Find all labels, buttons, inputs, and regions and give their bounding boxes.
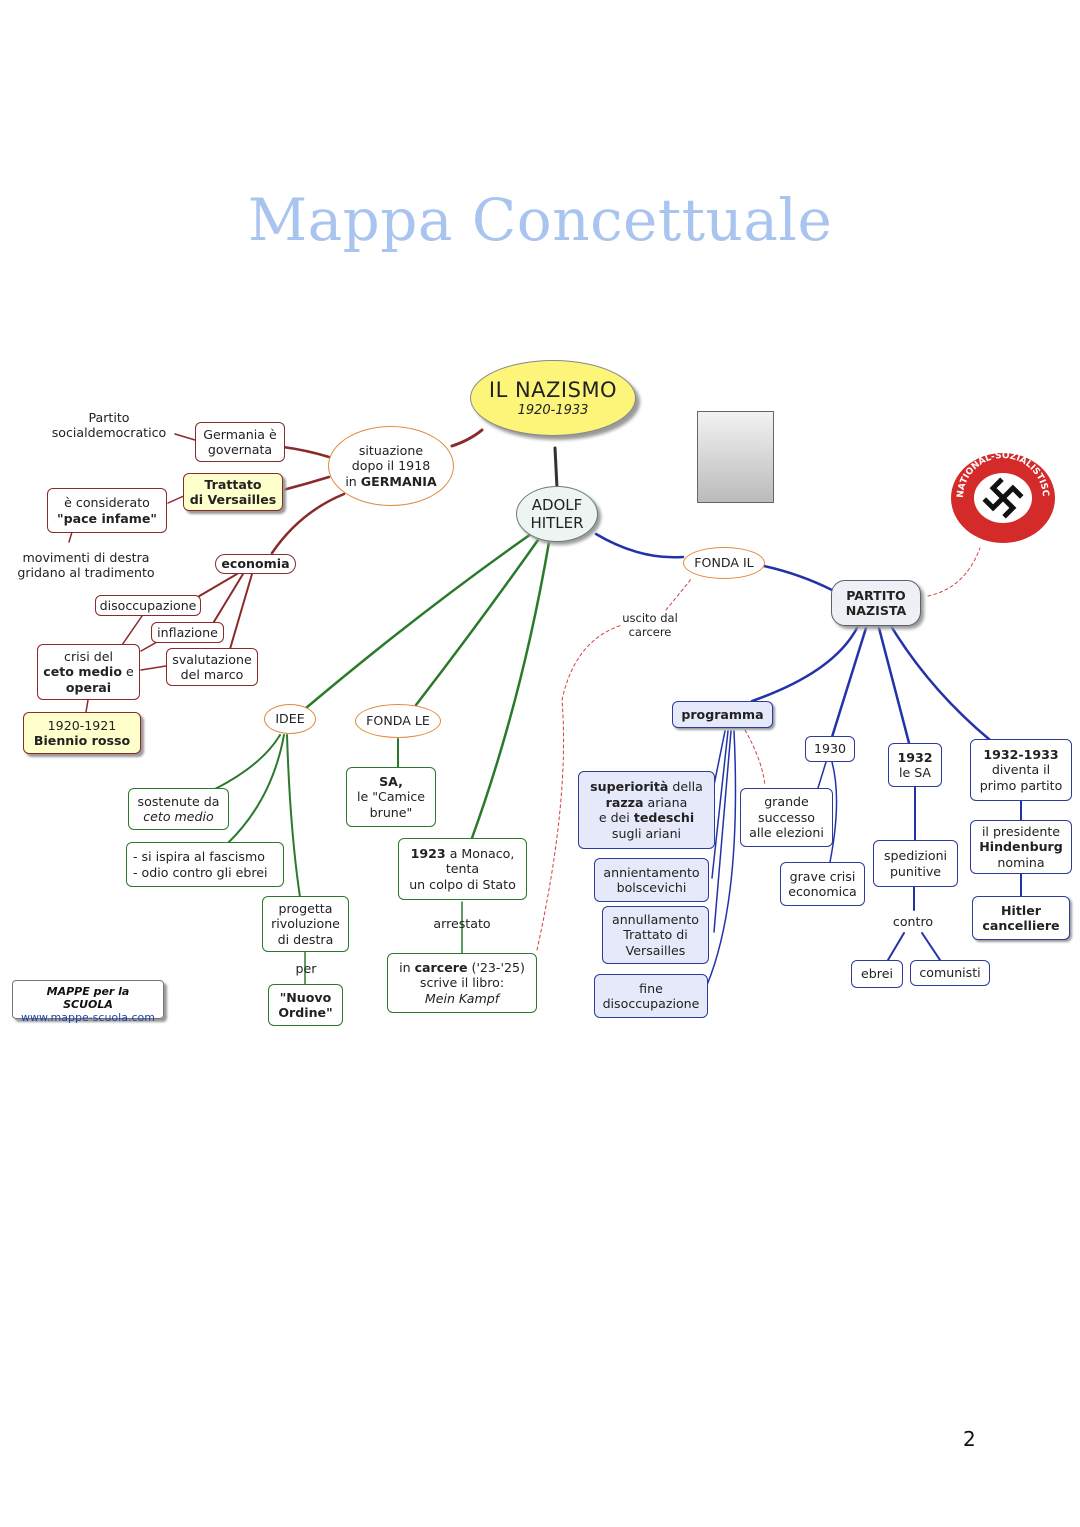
node-adolf-hitler: ADOLF HITLER [516,486,598,542]
node-programma: programma [672,701,773,728]
edge-programma-grande [744,729,766,786]
edge-1930-grave [829,761,838,863]
node-grande-successo: grande successo alle elezioni [740,788,833,847]
edge-economia-svalutazione [229,573,253,650]
edge-economia-disoccupazione [195,573,238,599]
edge-idee-ispira [227,734,285,844]
hitler-photo [697,411,774,503]
node-idee: IDEE [264,704,316,734]
node-trattato-versailles: Trattato di Versailles [183,473,283,511]
edge-main-hitler [553,446,559,490]
edge-partito-1932-33 [889,624,992,742]
node-spedizioni-punitive: spedizioni punitive [873,840,958,887]
edge-programma-annullamento [713,730,732,933]
edge-inflazione-crisi [140,641,158,652]
edge-economia-inflazione [211,573,244,626]
node-1932-sa: 1932 le SA [888,743,942,787]
edge-idee-sostenute [214,734,281,790]
node-arrestato: arrestato [433,916,491,932]
node-contro: contro [892,914,934,930]
node-fine-disoccupazione: fine disoccupazione [594,974,708,1018]
node-fonda-le: FONDA LE [355,704,441,738]
node-per: per [295,961,317,977]
edge-partito-1930 [830,626,868,739]
node-partito-nazista: PARTITO NAZISTA [831,580,921,626]
node-il-nazismo-years: 1920-1933 [517,403,589,419]
node-nuovo-ordine: "Nuovo Ordine" [268,984,343,1026]
page-number: 2 [963,1427,976,1451]
edge-1930-grande [817,761,827,789]
credit-box: MAPPE per la SCUOLA www.mappe-scuola.com [12,980,164,1024]
edge-uscito-fonda [665,577,693,611]
node-il-nazismo-title: IL NAZISMO [488,378,618,403]
node-sostenute-ceto-medio: sostenute da ceto medio [128,788,229,830]
node-superiorita-razza: superiorità della razza ariana e dei ted… [578,771,715,849]
edge-considerato-movimenti [68,531,73,543]
swastika-emblem-icon: NATIONAL-SOZIALISTISCHE D.A.P. [948,450,1055,543]
edge-hitler-fonda-le [414,538,540,707]
credit-title: MAPPE per la SCUOLA [46,985,130,1011]
edge-contro-comunisti [921,932,941,961]
edge-hitler-fonda-il [594,532,685,559]
node-situazione: situazione dopo il 1918 in GERMANIA [328,426,454,506]
node-pace-infame: è considerato "pace infame" [47,488,167,533]
node-progetta-rivoluzione: progetta rivoluzione di destra [262,896,349,952]
edge-crisi-biennio [85,699,89,713]
edge-situazione-economia [270,492,346,555]
node-carcere-mein-kampf: in carcere ('23-'25) scrive il libro: Me… [387,953,537,1013]
node-colpo-di-stato: 1923 a Monaco, tenta un colpo di Stato [398,838,527,900]
node-economia: economia [215,554,296,574]
node-comunisti: comunisti [910,960,990,986]
node-crisi-ceto-medio: crisi del ceto medio e operai [37,644,140,700]
edge-situazione-governata [281,445,331,459]
edge-hitler-idee [304,532,533,710]
node-fonda-il: FONDA IL [683,547,765,579]
edge-programma-fine [706,730,737,986]
edge-partito-1932 [877,626,911,745]
node-hitler-cancelliere: Hitler cancelliere [972,896,1070,940]
edge-programma-superiorita [712,730,726,791]
node-ebrei: ebrei [851,960,903,988]
node-movimenti-destra: movimenti di destra gridano al tradiment… [17,549,155,581]
node-annullamento-trattato: annullamento Trattato di Versailles [602,906,709,964]
edge-situazione-trattato [281,475,331,492]
node-partito-socialdemocratico: Partito socialdemocratico [51,409,167,441]
edge-fonda-il-partito [762,564,834,592]
edge-governata-partito [174,433,196,441]
node-1930: 1930 [805,736,855,762]
edge-partito-programma [750,624,860,703]
node-uscito-carcere: uscito dal carcere [622,611,678,639]
edge-contro-ebrei [887,932,905,961]
node-biennio-rosso: 1920-1921 Biennio rosso [23,712,141,754]
edge-svalutazione-crisi [140,665,167,671]
node-presidente-hindenburg: il presidente Hindenburg nomina [970,820,1072,874]
credit-url[interactable]: www.mappe-scuola.com [21,1011,155,1024]
page-title: Mappa Concettuale [247,186,833,254]
edge-idee-progetta [286,734,301,898]
node-sa-camice-brune: SA, le "Camice brune" [346,767,436,827]
node-annientamento-bolscevichi: annientamento bolscevichi [594,858,709,902]
edge-partito-emblem [927,547,981,597]
edge-disoccupazione-crisi [121,615,143,646]
node-disoccupazione: disoccupazione [95,595,201,616]
node-primo-partito: 1932-1933 diventa il primo partito [970,739,1072,801]
node-svalutazione-marco: svalutazione del marco [166,648,258,686]
node-ispira-fascismo: - si ispira al fascismo - odio contro gl… [126,842,284,887]
node-il-nazismo: IL NAZISMO 1920-1933 [470,360,636,436]
edge-programma-annientamento [711,730,729,879]
node-inflazione: inflazione [151,622,224,643]
edge-main-situazione [450,428,484,448]
edge-hitler-monaco [470,540,551,840]
node-germania-governata: Germania è governata [195,422,285,462]
node-grave-crisi: grave crisi economica [780,862,865,906]
